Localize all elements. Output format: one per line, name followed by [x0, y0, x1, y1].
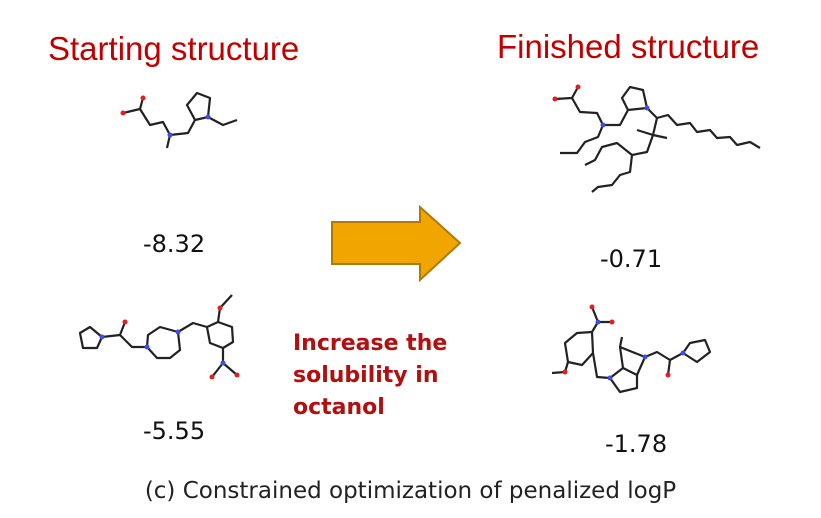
finish-score-2: -1.78 — [605, 430, 668, 458]
finished-molecule-2 — [551, 304, 712, 394]
start-score-1: -8.32 — [143, 230, 206, 258]
start-score-2: -5.55 — [143, 417, 206, 445]
starting-molecule-2 — [78, 294, 240, 380]
starting-structure-title: Starting structure — [48, 30, 300, 67]
figure-caption: (c) Constrained optimization of penalize… — [144, 478, 677, 504]
annotation-text: Increase the solubility in octanol — [293, 331, 448, 420]
right-arrow-icon — [331, 204, 462, 283]
finished-structure-title: Finished structure — [497, 28, 760, 65]
finished-molecule-1 — [552, 84, 761, 193]
starting-molecule-1 — [120, 91, 238, 149]
finish-score-1: -0.71 — [600, 245, 663, 273]
